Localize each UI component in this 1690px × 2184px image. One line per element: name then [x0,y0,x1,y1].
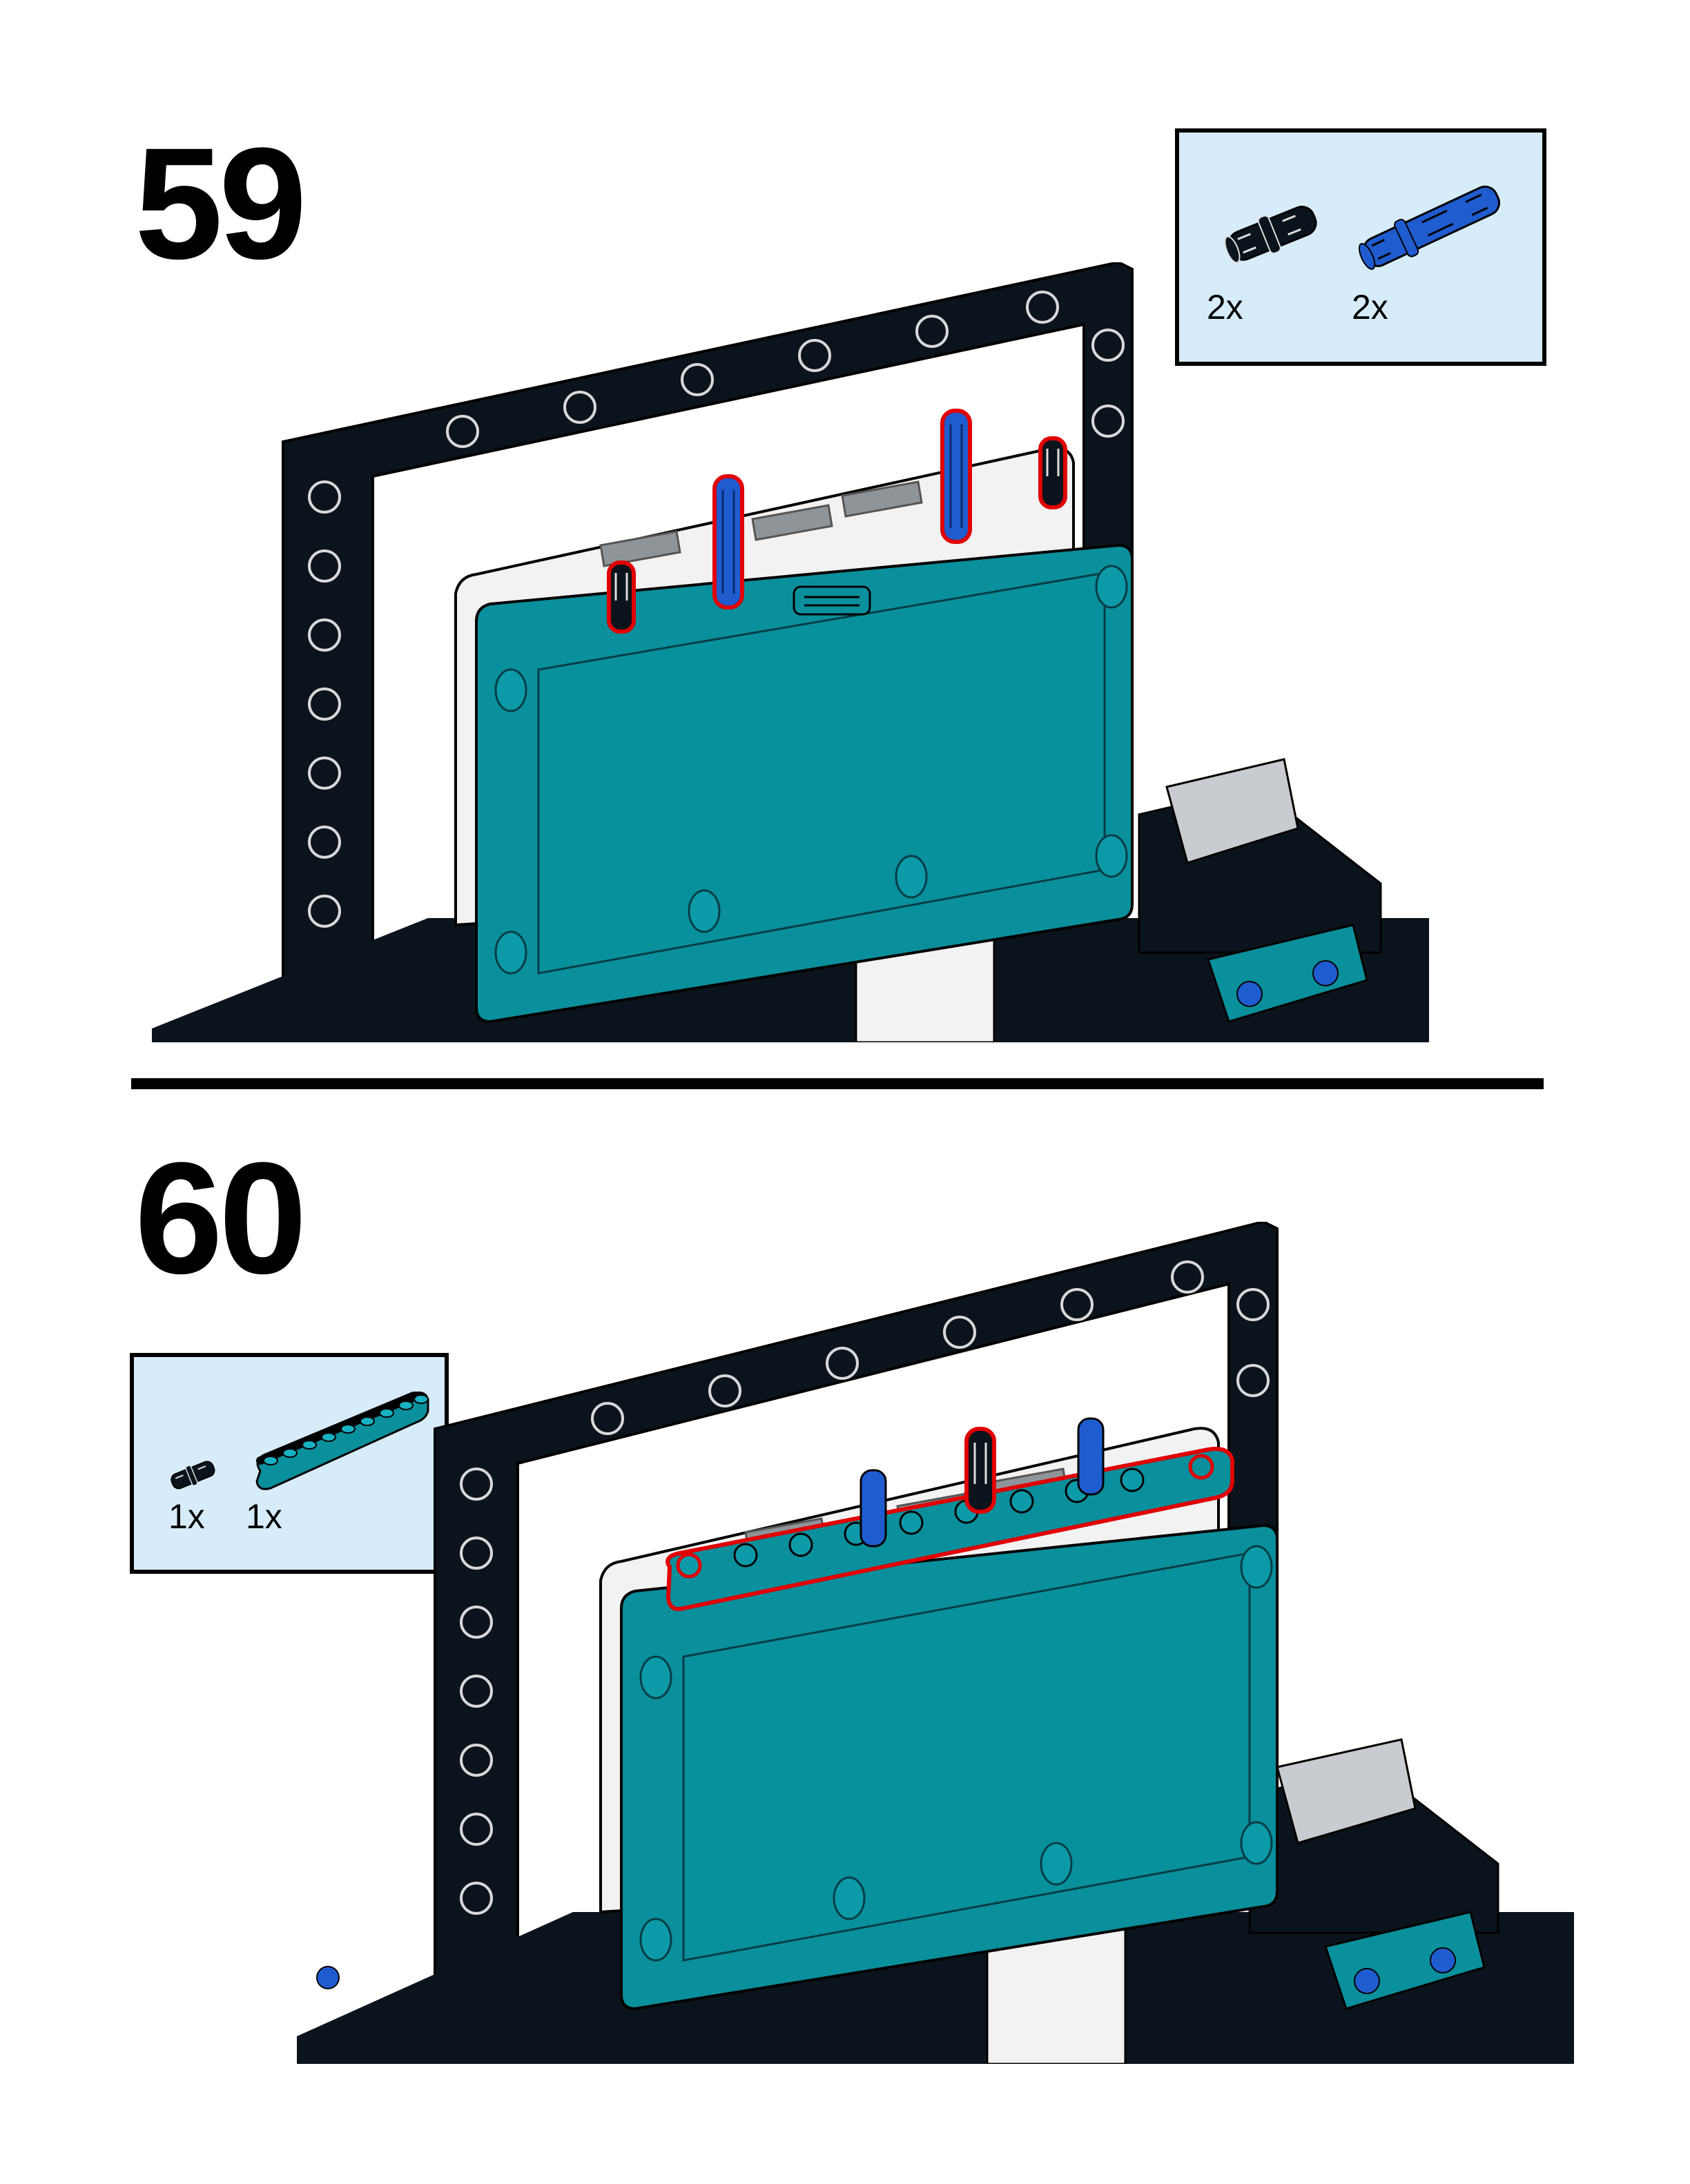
black-pin-icon [171,1461,215,1490]
step-number: 60 [135,1129,307,1307]
step-60-illustration [297,1222,1574,2064]
step-divider [131,1078,1544,1089]
step-59-illustration [152,262,1429,1042]
parts-callout: 2x 2x [1175,128,1546,366]
step-number: 59 [135,115,307,292]
part-quantity: 2x [1207,288,1243,326]
part-quantity: 2x [1352,288,1388,326]
part-quantity: 1x [246,1497,282,1536]
part-quantity: 1x [168,1497,205,1536]
teal-beam-icon [255,1392,429,1490]
highlighted-pins [607,409,1067,634]
parts-callout: 1x 1x [130,1353,449,1574]
blue-long-pin-icon [1358,185,1501,270]
black-pin-icon [1224,206,1317,264]
